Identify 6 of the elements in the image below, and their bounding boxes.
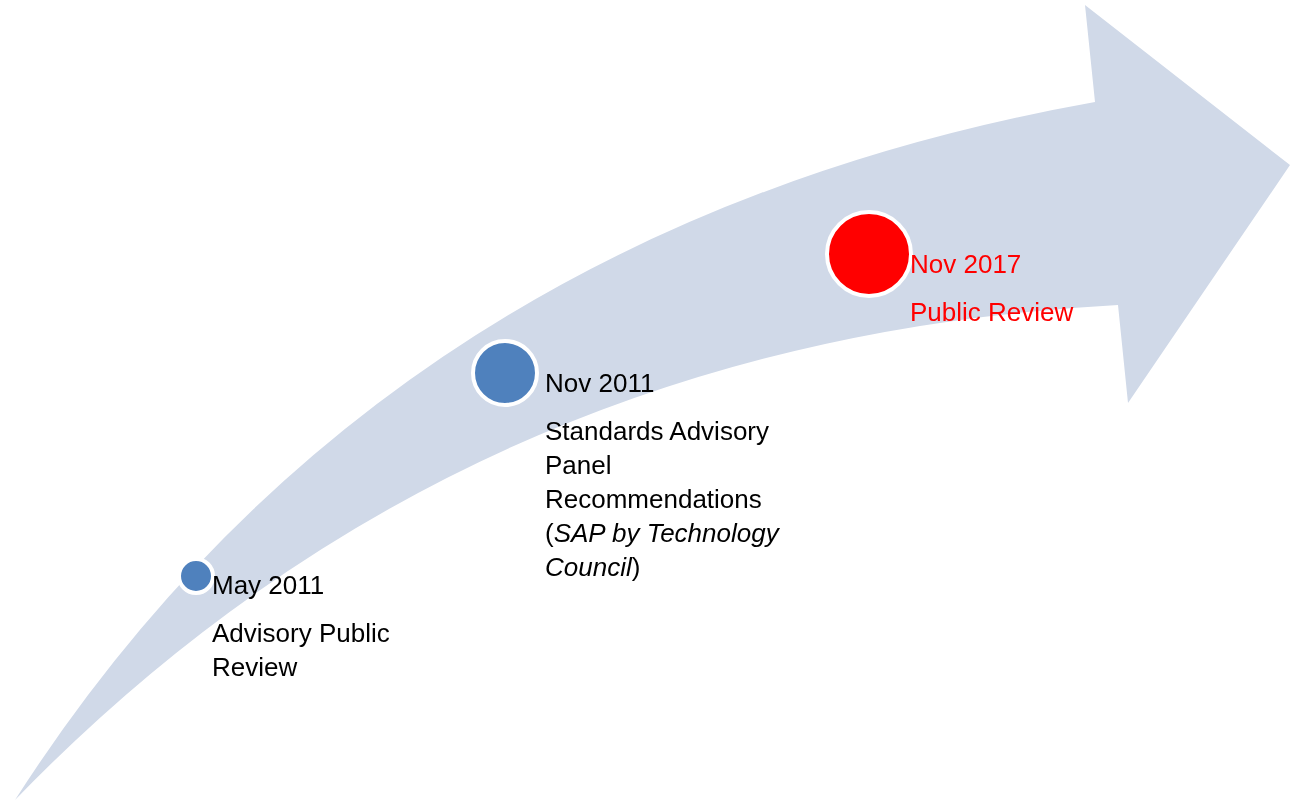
milestone-date: May 2011 [212, 569, 326, 602]
milestone-description: Standards Advisory Panel Recommendations (SAP by Technology Council) [545, 415, 781, 584]
milestone-description: Advisory Public Review [212, 617, 391, 684]
milestone-date: Nov 2017 [910, 248, 1023, 281]
milestone-description: Public Review [910, 296, 1075, 329]
milestone-date: Nov 2011 [545, 367, 656, 400]
